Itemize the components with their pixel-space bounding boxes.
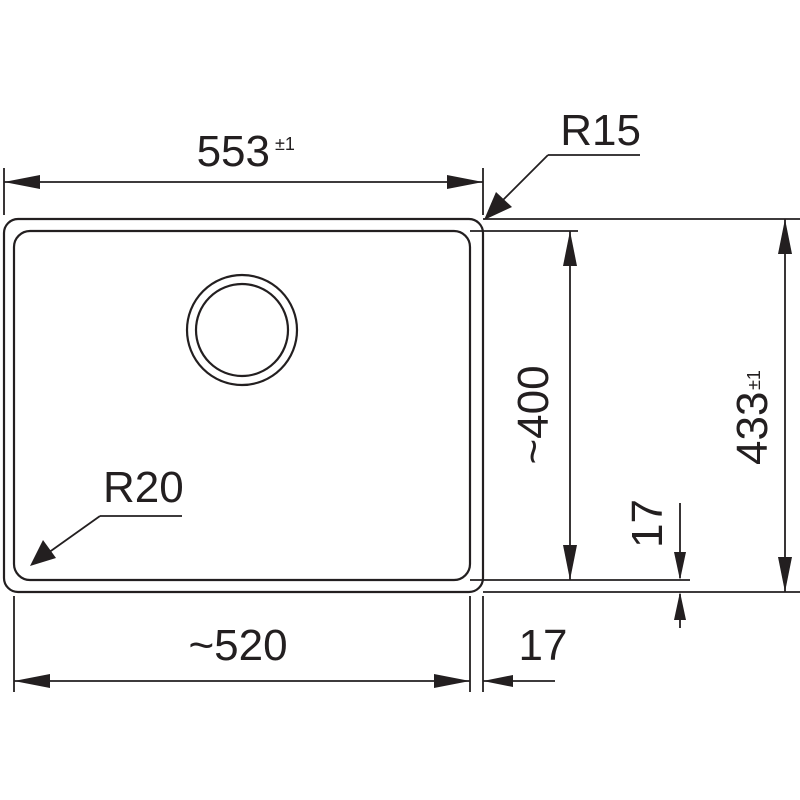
outer-radius-callout: R15 — [484, 106, 641, 220]
overall-width-tolerance: ±1 — [275, 134, 295, 154]
rim-side-dimension: 17 — [483, 621, 567, 687]
sink-bowl-outline — [12, 229, 472, 582]
overall-depth-dimension: 433 ±1 — [728, 219, 792, 592]
inner-radius-value: R20 — [103, 463, 184, 512]
drain-icon — [185, 273, 299, 387]
outer-radius-value: R15 — [560, 106, 641, 155]
overall-width-value: 553 — [197, 127, 270, 176]
overall-width-dimension: 553 ±1 — [4, 127, 483, 189]
overall-depth-tolerance: ±1 — [744, 370, 764, 390]
sink-outer-outline — [2, 217, 485, 594]
bowl-width-dimension: ~520 — [14, 621, 470, 688]
rim-bottom-value: 17 — [623, 499, 672, 548]
bowl-depth-value: ~400 — [509, 365, 558, 464]
inner-radius-callout: R20 — [30, 463, 184, 566]
rim-bottom-dimension: 17 — [623, 499, 686, 628]
bowl-depth-dimension: ~400 — [509, 231, 577, 580]
rim-side-value: 17 — [519, 621, 568, 670]
bowl-width-value: ~520 — [188, 621, 287, 670]
overall-depth-value: 433 — [728, 392, 777, 465]
extension-lines — [3, 168, 800, 692]
